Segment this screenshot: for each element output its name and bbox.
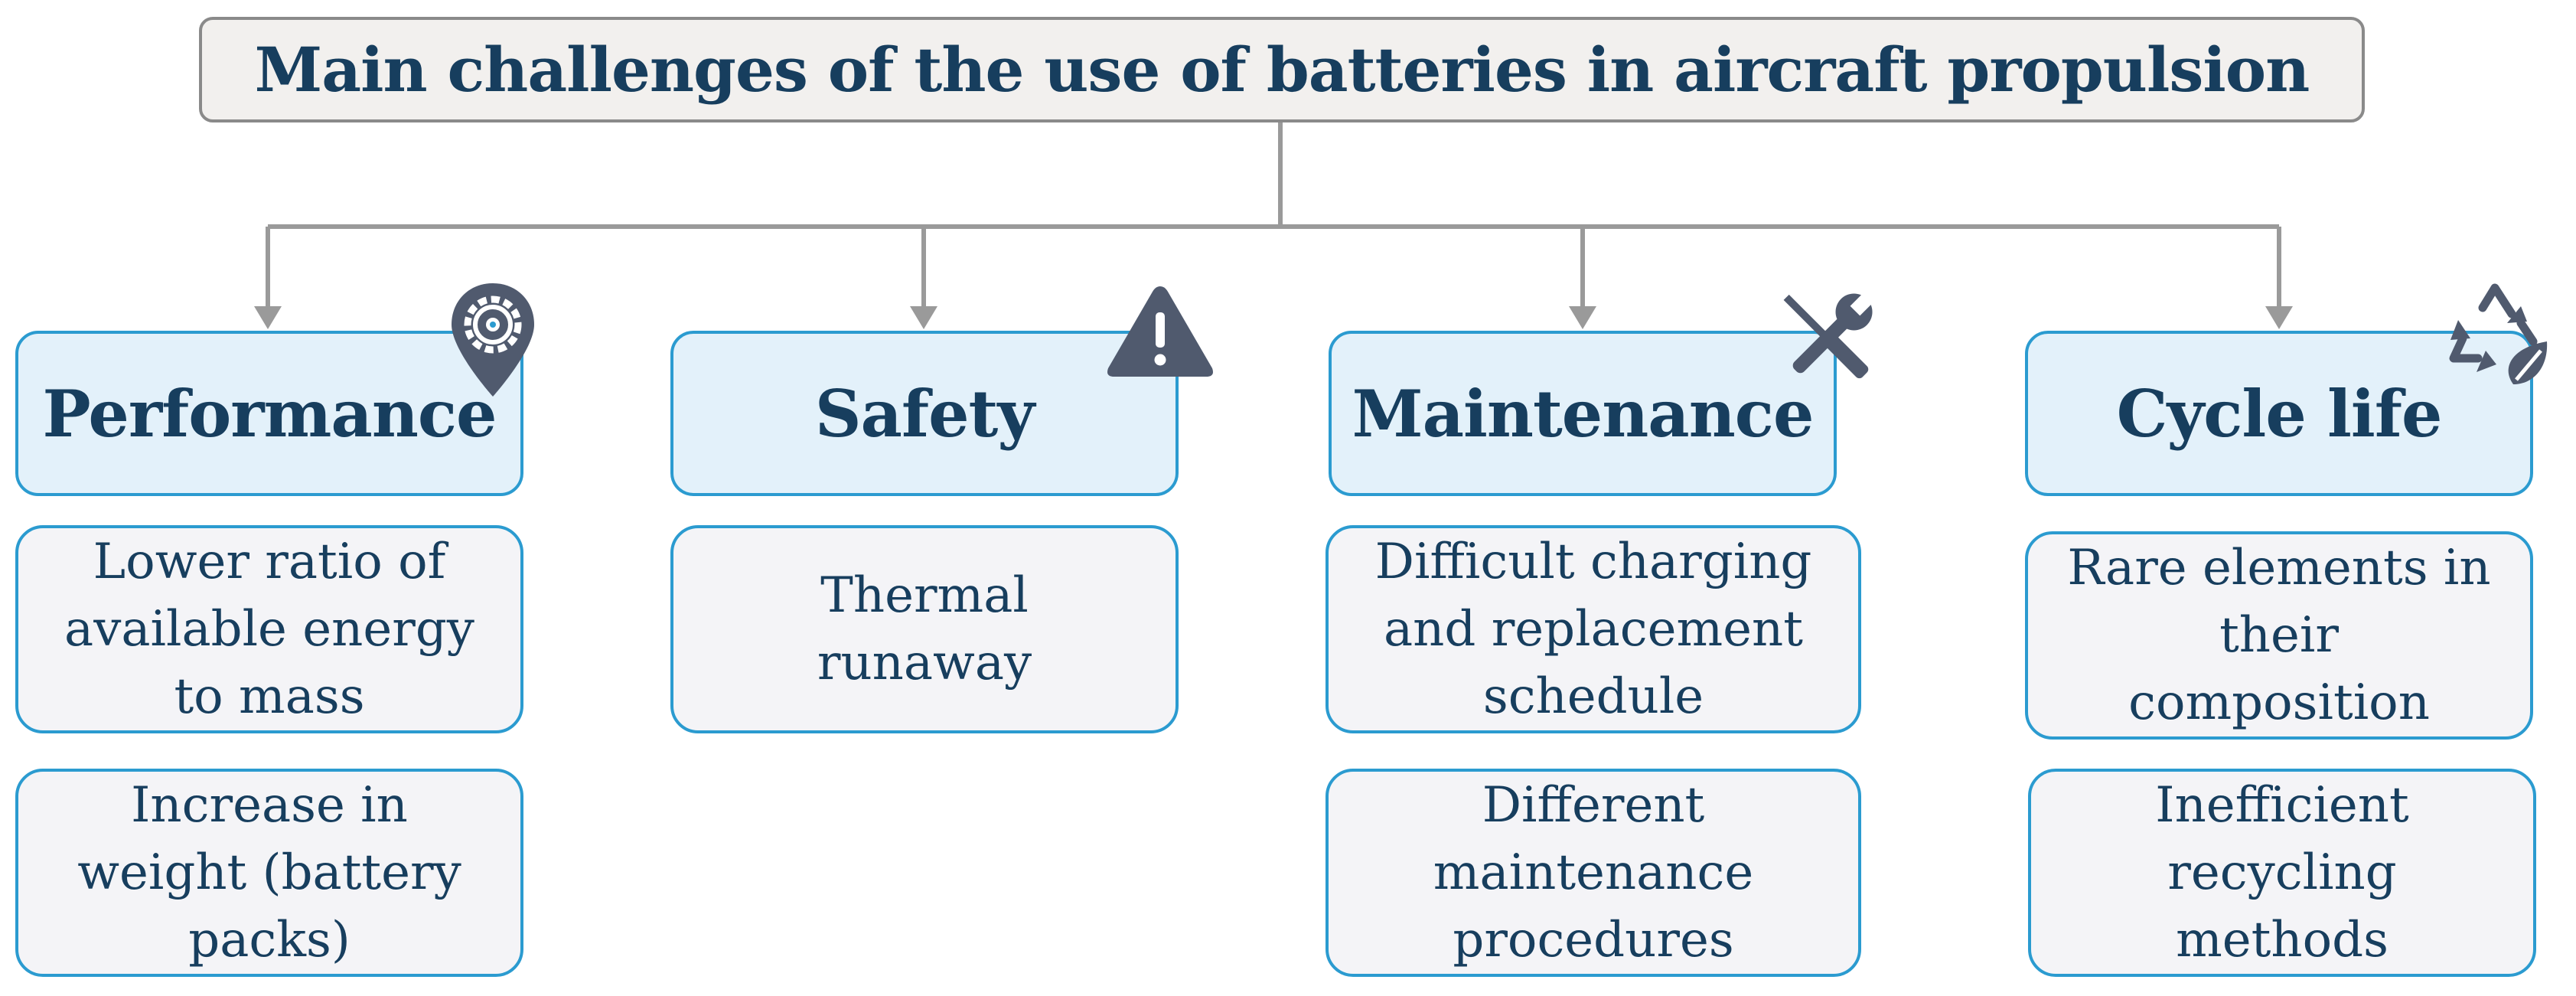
- challenge-item: Different maintenance procedures: [1325, 769, 1861, 977]
- challenge-item: Lower ratio of available energy to mass: [15, 525, 523, 733]
- arrowhead-performance: [254, 306, 282, 329]
- wrench-screwdriver-icon: [1783, 289, 1877, 379]
- category-maintenance: Maintenance: [1329, 331, 1837, 496]
- category-performance: Performance: [15, 331, 523, 496]
- challenge-item: Inefficient recycling methods: [2028, 769, 2536, 977]
- recycle-leaf-icon: [2449, 283, 2548, 384]
- challenge-text: Lower ratio of available energy to mass: [64, 534, 474, 725]
- challenge-text: Different maintenance procedures: [1433, 777, 1754, 968]
- arrowhead-safety: [910, 306, 937, 329]
- diagram-title: Main challenges of the use of batteries …: [254, 34, 2310, 106]
- challenge-text: Increase in weight (battery packs): [77, 777, 461, 968]
- gear-location-pin-icon: [452, 283, 534, 397]
- category-cycle-life: Cycle life: [2025, 331, 2533, 496]
- warning-triangle-icon: [1107, 286, 1213, 377]
- challenge-text: Difficult charging and replacement sched…: [1374, 534, 1812, 725]
- category-label: Safety: [814, 375, 1035, 452]
- challenge-item: Difficult charging and replacement sched…: [1325, 525, 1861, 733]
- challenge-item: Rare elements in their composition: [2025, 531, 2533, 740]
- challenge-text: Inefficient recycling methods: [2155, 777, 2409, 968]
- challenge-text: Thermal runaway: [817, 567, 1032, 691]
- category-safety: Safety: [670, 331, 1179, 496]
- challenge-item: Increase in weight (battery packs): [15, 769, 523, 977]
- arrowhead-cycle-life: [2265, 306, 2293, 329]
- challenge-item: Thermal runaway: [670, 525, 1179, 733]
- category-label: Performance: [42, 375, 497, 452]
- arrowhead-maintenance: [1569, 306, 1596, 329]
- challenge-text: Rare elements in their composition: [2067, 540, 2491, 731]
- category-label: Maintenance: [1352, 375, 1815, 452]
- title-box: Main challenges of the use of batteries …: [199, 17, 2365, 122]
- category-label: Cycle life: [2116, 375, 2443, 452]
